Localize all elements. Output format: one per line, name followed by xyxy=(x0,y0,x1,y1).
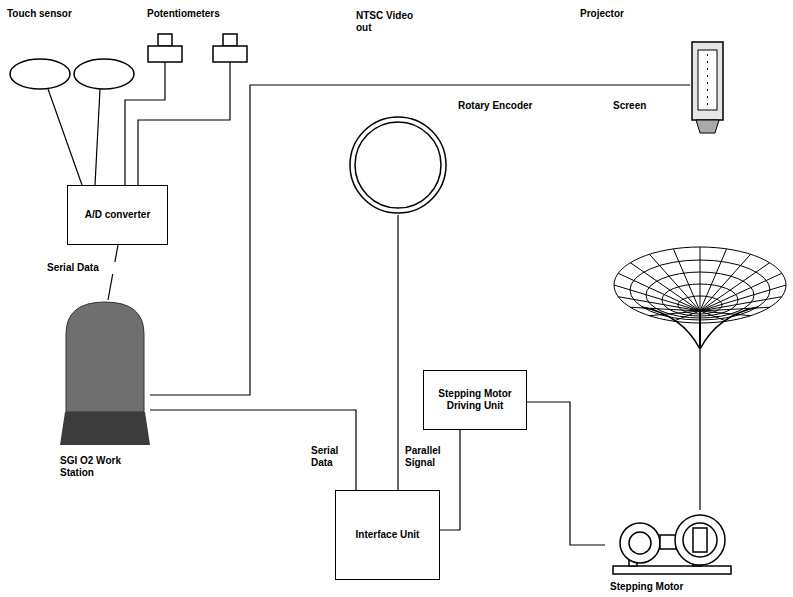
potentiometer xyxy=(148,46,182,62)
box-label: A/D converter xyxy=(85,209,151,221)
connector-line xyxy=(397,215,398,490)
connector xyxy=(150,85,690,395)
device-label: Projector xyxy=(580,8,670,20)
potentiometer xyxy=(158,34,172,46)
connector-line xyxy=(150,410,356,490)
process-box: Stepping Motor Driving Unit xyxy=(423,370,527,430)
box-label: Interface Unit xyxy=(356,529,420,541)
device-label: Stepping Motor xyxy=(610,581,730,593)
signal-label: NTSC Video out xyxy=(355,10,427,34)
process-box: A/D converter xyxy=(67,185,168,245)
signal-label: Serial Data xyxy=(46,262,118,274)
connector xyxy=(700,350,701,510)
workstation-shape xyxy=(60,300,150,445)
connector-line xyxy=(699,350,700,510)
sensor-wire xyxy=(125,62,165,185)
touch-sensor xyxy=(74,59,134,89)
connector-line xyxy=(150,85,690,395)
touch-sensor xyxy=(10,59,70,89)
sensor-wire xyxy=(138,62,230,185)
part-label: Potentiometers xyxy=(146,8,221,20)
device-label: SGI O2 Work Station xyxy=(60,455,145,479)
device-label: Rotary Encoder xyxy=(458,100,568,112)
connector xyxy=(527,402,605,545)
potentiometer xyxy=(213,46,247,62)
device-node: Screen xyxy=(612,245,788,350)
signal-label: Parallel Signal xyxy=(404,445,456,469)
device-node: SGI O2 Work Station xyxy=(60,300,150,445)
screen-shape xyxy=(612,245,788,350)
device-node: Stepping Motor xyxy=(605,510,735,580)
part-label: Touch sensor xyxy=(6,8,73,20)
connector xyxy=(150,410,356,490)
sensor-wire xyxy=(48,89,82,185)
connector xyxy=(398,215,399,490)
projector-shape xyxy=(690,40,725,135)
process-box: Interface Unit xyxy=(335,490,440,580)
box-label: Stepping Motor Driving Unit xyxy=(428,388,522,412)
signal-label: Serial Data xyxy=(310,445,354,469)
sensor-wire xyxy=(95,89,100,185)
rotary-encoder-shape xyxy=(348,115,448,215)
device-label: Screen xyxy=(613,100,693,112)
potentiometer xyxy=(223,34,237,46)
motor-shape xyxy=(605,510,735,580)
device-node: Rotary Encoder xyxy=(348,115,448,215)
device-node: Projector xyxy=(690,40,725,135)
connector-line xyxy=(527,402,605,545)
